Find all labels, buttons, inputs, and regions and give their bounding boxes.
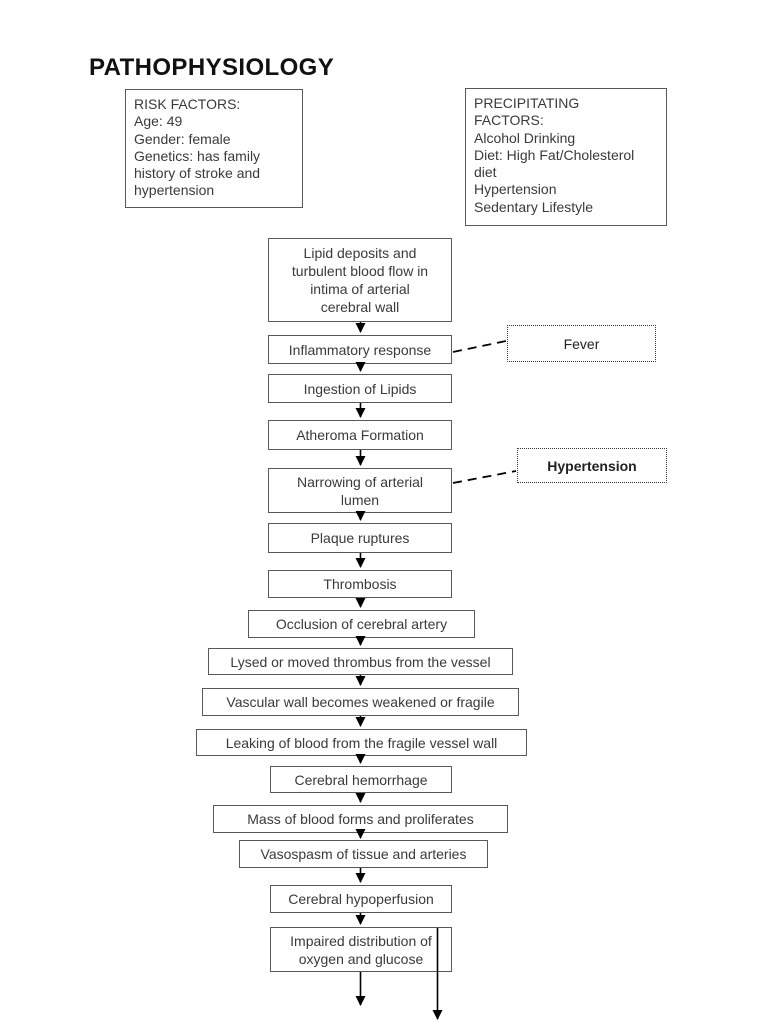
flow-step-thrombosis: Thrombosis — [268, 570, 452, 598]
flow-step-plaque-ruptures: Plaque ruptures — [268, 523, 452, 553]
side-note-fever: Fever — [507, 325, 656, 362]
flow-step-vascular-wall-weakened: Vascular wall becomes weakened or fragil… — [202, 688, 519, 716]
flow-step-ingestion-of-lipids: Ingestion of Lipids — [268, 374, 452, 403]
flow-step-mass-of-blood: Mass of blood forms and proliferates — [213, 805, 508, 833]
precipitating-factors-box: PRECIPITATING FACTORS: Alcohol Drinking … — [465, 88, 667, 226]
flow-step-impaired-distribution: Impaired distribution of oxygen and gluc… — [270, 927, 452, 972]
dashed-link-hypertension — [452, 470, 517, 484]
flow-step-narrowing-arterial-lumen: Narrowing of arterial lumen — [268, 468, 452, 513]
flow-step-inflammatory-response: Inflammatory response — [268, 335, 452, 364]
flow-step-cerebral-hypoperfusion: Cerebral hypoperfusion — [270, 885, 452, 913]
flow-step-lysed-thrombus: Lysed or moved thrombus from the vessel — [208, 648, 513, 675]
flow-step-vasospasm: Vasospasm of tissue and arteries — [239, 840, 488, 868]
risk-factors-box: RISK FACTORS: Age: 49 Gender: female Gen… — [125, 89, 303, 208]
flow-step-atheroma-formation: Atheroma Formation — [268, 420, 452, 450]
flow-step-leaking-blood: Leaking of blood from the fragile vessel… — [196, 729, 527, 756]
side-note-hypertension: Hypertension — [517, 448, 667, 483]
flow-step-lipid-deposits: Lipid deposits and turbulent blood flow … — [268, 238, 452, 322]
dashed-link-fever — [452, 340, 507, 353]
flow-step-occlusion-cerebral-artery: Occlusion of cerebral artery — [248, 610, 475, 638]
flow-step-cerebral-hemorrhage: Cerebral hemorrhage — [270, 766, 452, 793]
page-title: PATHOPHYSIOLOGY — [89, 54, 335, 81]
